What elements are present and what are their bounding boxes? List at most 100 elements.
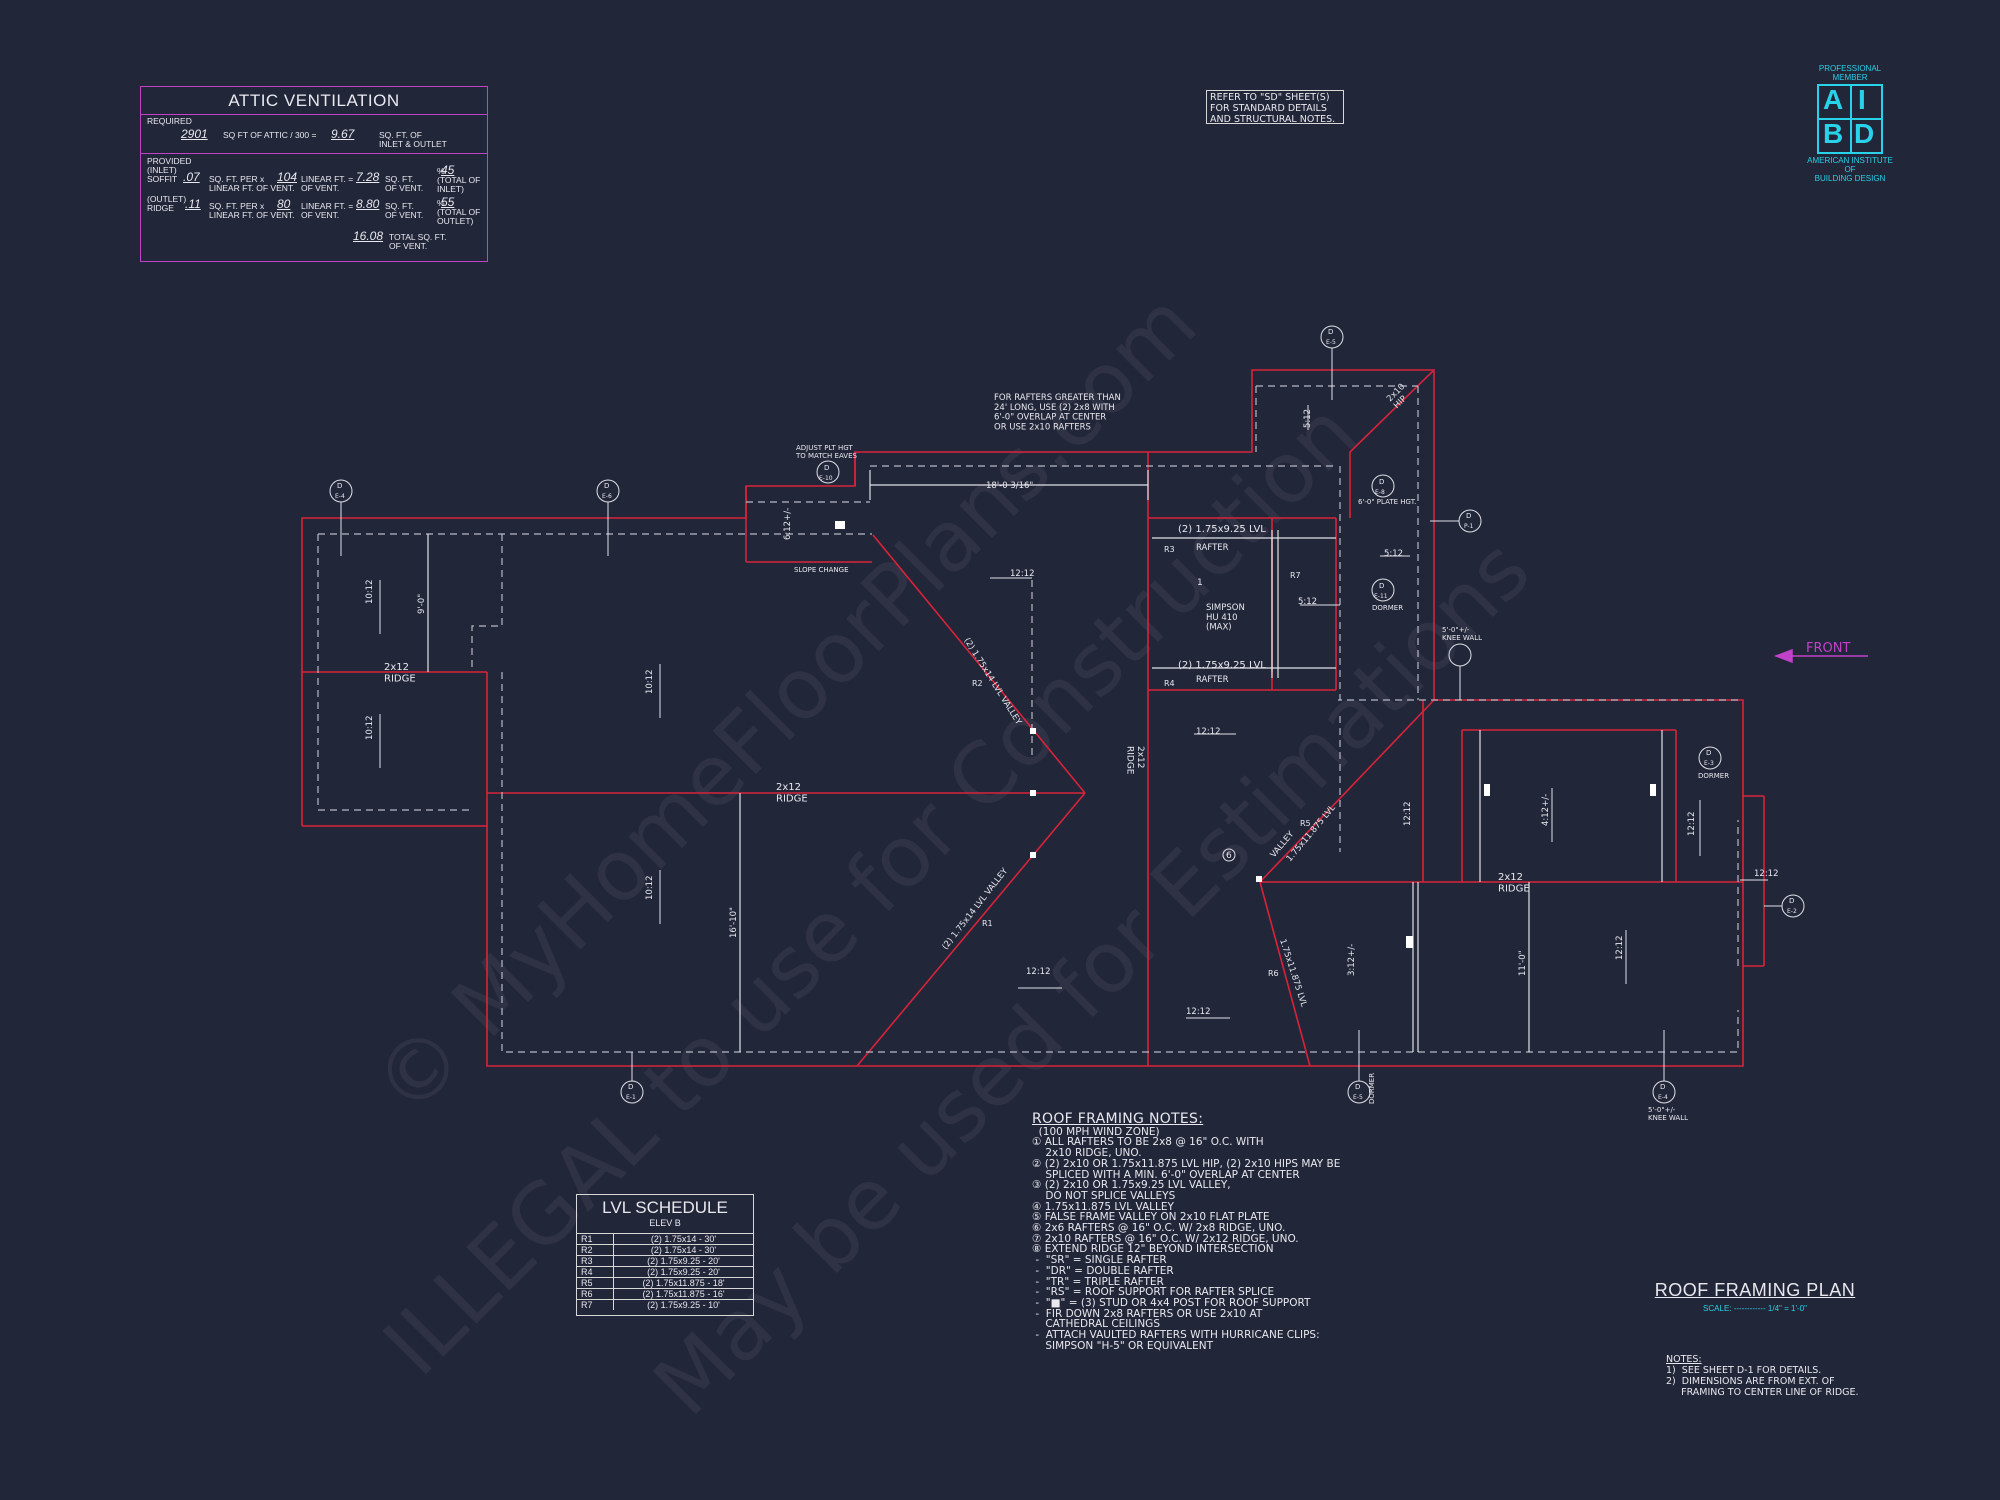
pitch-label-6: 5:12	[1384, 549, 1403, 559]
section-e11: E-11	[1374, 593, 1388, 600]
soffit-area-label: SQ. FT. OF VENT.	[385, 174, 424, 193]
refer-note-text: REFER TO "SD" SHEET(S) FOR STANDARD DETA…	[1210, 92, 1336, 125]
note-line: CATHEDRAL CEILINGS	[1032, 1318, 1160, 1331]
logo-bottom-text: AMERICAN INSTITUTE OF BUILDING DESIGN	[1807, 156, 1893, 183]
table-row: R3(2) 1.75x9.25 - 20'	[577, 1255, 753, 1267]
ridge-label-vertical: 2x12RIDGE	[1125, 746, 1145, 775]
lvl-schedule: LVL SCHEDULE ELEV B R1(2) 1.75x14 - 30' …	[576, 1194, 754, 1316]
plan-title: ROOF FRAMING PLAN	[1654, 1280, 1856, 1300]
section-d-10: D	[628, 1083, 633, 1091]
note-line: - ATTACH VAULTED RAFTERS WITH HURRICANE …	[1032, 1329, 1320, 1342]
note-line: ② (2) 2x10 OR 1.75x11.875 LVL HIP, (2) 2…	[1032, 1157, 1341, 1170]
required-label: REQUIRED	[147, 116, 192, 126]
required-sqft: 2901	[181, 127, 208, 141]
pitch-label-8: 10:12	[365, 580, 375, 605]
plate-height-label: 6'-0" PLATE HGT.	[1358, 498, 1416, 506]
rafter-bottom-label: RAFTER	[1196, 675, 1229, 685]
general-notes-title: NOTES:	[1666, 1354, 1702, 1365]
note-line: ④ 1.75x11.875 LVL VALLEY	[1032, 1200, 1174, 1213]
pitch-label-15: 12:12	[1403, 802, 1413, 827]
roof-framing-notes-list: (100 MPH WIND ZONE)① ALL RAFTERS TO BE 2…	[1032, 1126, 1352, 1352]
dormer-label-3: DORMER	[1368, 1073, 1376, 1104]
total-vent-label: TOTAL SQ. FT. OF VENT.	[389, 232, 447, 251]
section-e4: E-4	[335, 493, 345, 500]
dormer-label-2: DORMER	[1698, 772, 1729, 780]
note-line: SPLICED WITH A MIN. 6'-0" OVERLAP AT CEN…	[1032, 1168, 1300, 1181]
table-row: R1(2) 1.75x14 - 30'	[577, 1233, 753, 1245]
note-line: - "■" = (3) STUD OR 4x4 POST FOR ROOF SU…	[1032, 1296, 1311, 1309]
framing-lines	[427, 470, 1663, 1052]
dimension-9: 9'-0"	[417, 594, 427, 614]
section-e5: E-5	[1326, 339, 1336, 346]
soffit-length: 104	[277, 170, 298, 184]
section-d-2: D	[604, 482, 609, 490]
table-row: R5(2) 1.75x11.875 - 18'	[577, 1277, 753, 1289]
section-e10: E-10	[819, 475, 833, 482]
soffit-length-label: LINEAR FT. = OF VENT.	[301, 174, 354, 193]
lvl-size: (2) 1.75x9.25 - 20'	[613, 1266, 753, 1278]
table-row: R4(2) 1.75x9.25 - 20'	[577, 1266, 753, 1278]
total-vent-value: 16.08	[353, 229, 384, 243]
lvl-tag: R5	[577, 1277, 614, 1289]
ridge-area: 8.80	[356, 197, 380, 211]
note-line: - "RS" = ROOF SUPPORT FOR RAFTER SPLICE	[1032, 1286, 1275, 1299]
lvl-top-label: (2) 1.75x9.25 LVL	[1178, 524, 1266, 535]
tag-r7: R7	[1290, 571, 1301, 580]
soffit-pct-label: % (TOTAL OF INLET)	[437, 166, 481, 194]
note-line: FRAMING TO CENTER LINE OF RIDGE.	[1666, 1387, 1859, 1398]
note-line: ① ALL RAFTERS TO BE 2x8 @ 16" O.C. WITH	[1032, 1136, 1264, 1149]
valley-lvl-label-1: (2) 1.75x14 LVL VALLEY	[961, 636, 1023, 727]
dimension-16: 16'-10"	[729, 907, 739, 938]
table-row: R2(2) 1.75x14 - 30'	[577, 1244, 753, 1256]
lvl-tag: R7	[577, 1299, 614, 1310]
ridge-rate: .11	[185, 197, 201, 211]
ridge-pct-label: % (TOTAL OF OUTLET)	[437, 198, 481, 226]
soffit-per: SQ. FT. PER x LINEAR FT. OF VENT.	[209, 174, 295, 193]
pitch-label-4: 12:12	[1186, 1007, 1211, 1017]
dimension-18: 18'-0 3/16"	[986, 481, 1033, 491]
knee-wall-label-1: 5'-0"+/-KNEE WALL	[1442, 626, 1482, 642]
dimension-11: 11'-0"	[1518, 950, 1528, 976]
pitch-label-3: 12:12	[1026, 967, 1051, 977]
plan-scale: SCALE: ------------ 1/4" = 1'-0"	[1703, 1304, 1807, 1313]
section-d-3: D	[824, 464, 829, 472]
lvl-size: (2) 1.75x14 - 30'	[613, 1244, 753, 1256]
pitch-label-5: 12:12	[1754, 869, 1779, 879]
pitch-label-13: 4:12+/-	[1541, 794, 1551, 826]
note-line: - "TR" = TRIPLE RAFTER	[1032, 1275, 1164, 1288]
section-d-11: D	[1355, 1083, 1360, 1091]
table-row: R7(2) 1.75x9.25 - 10'	[577, 1299, 753, 1310]
note-line: - "SR" = SINGLE RAFTER	[1032, 1254, 1167, 1267]
logo-letter-a: A	[1823, 84, 1844, 115]
lvl-size: (2) 1.75x11.875 - 18'	[613, 1277, 753, 1289]
pitch-label-10: 10:12	[645, 670, 655, 695]
section-e6: E-6	[602, 493, 612, 500]
note-line: - FIR DOWN 2x8 RAFTERS OR USE 2x10 AT	[1032, 1307, 1263, 1320]
lvl-schedule-subtitle: ELEV B	[649, 1218, 681, 1228]
logo-letter-d: D	[1854, 118, 1875, 149]
logo-letter-i: I	[1858, 84, 1866, 115]
section-e1: E-1	[626, 1094, 636, 1101]
ridge-pct: 55	[441, 195, 455, 209]
note-line: - "DR" = DOUBLE RAFTER	[1032, 1264, 1174, 1277]
lvl-size: (2) 1.75x9.25 - 10'	[613, 1299, 753, 1310]
section-e2: E-2	[1787, 908, 1797, 915]
general-notes-list: 1) SEE SHEET D-1 FOR DETAILS.2) DIMENSIO…	[1666, 1365, 1859, 1398]
pitch-label-17: 12:12	[1615, 936, 1625, 961]
outlet-label: (OUTLET) RIDGE	[147, 194, 187, 213]
tag-r4: R4	[1164, 679, 1175, 688]
soffit-label: SOFFIT	[147, 174, 178, 184]
refer-note: REFER TO "SD" SHEET(S) FOR STANDARD DETA…	[1206, 90, 1344, 125]
note-line: 2x10 RIDGE, UNO.	[1032, 1147, 1142, 1160]
note-line: SIMPSON "H-5" OR EQUIVALENT	[1032, 1339, 1214, 1352]
roof-framing-notes: ROOF FRAMING NOTES: (100 MPH WIND ZONE)①…	[1032, 1112, 1352, 1352]
tag-r1: R1	[982, 919, 993, 928]
pitch-label-18: 5:12	[1303, 409, 1313, 428]
section-p1: P-1	[1464, 523, 1474, 530]
section-d-5: D	[1379, 478, 1384, 486]
